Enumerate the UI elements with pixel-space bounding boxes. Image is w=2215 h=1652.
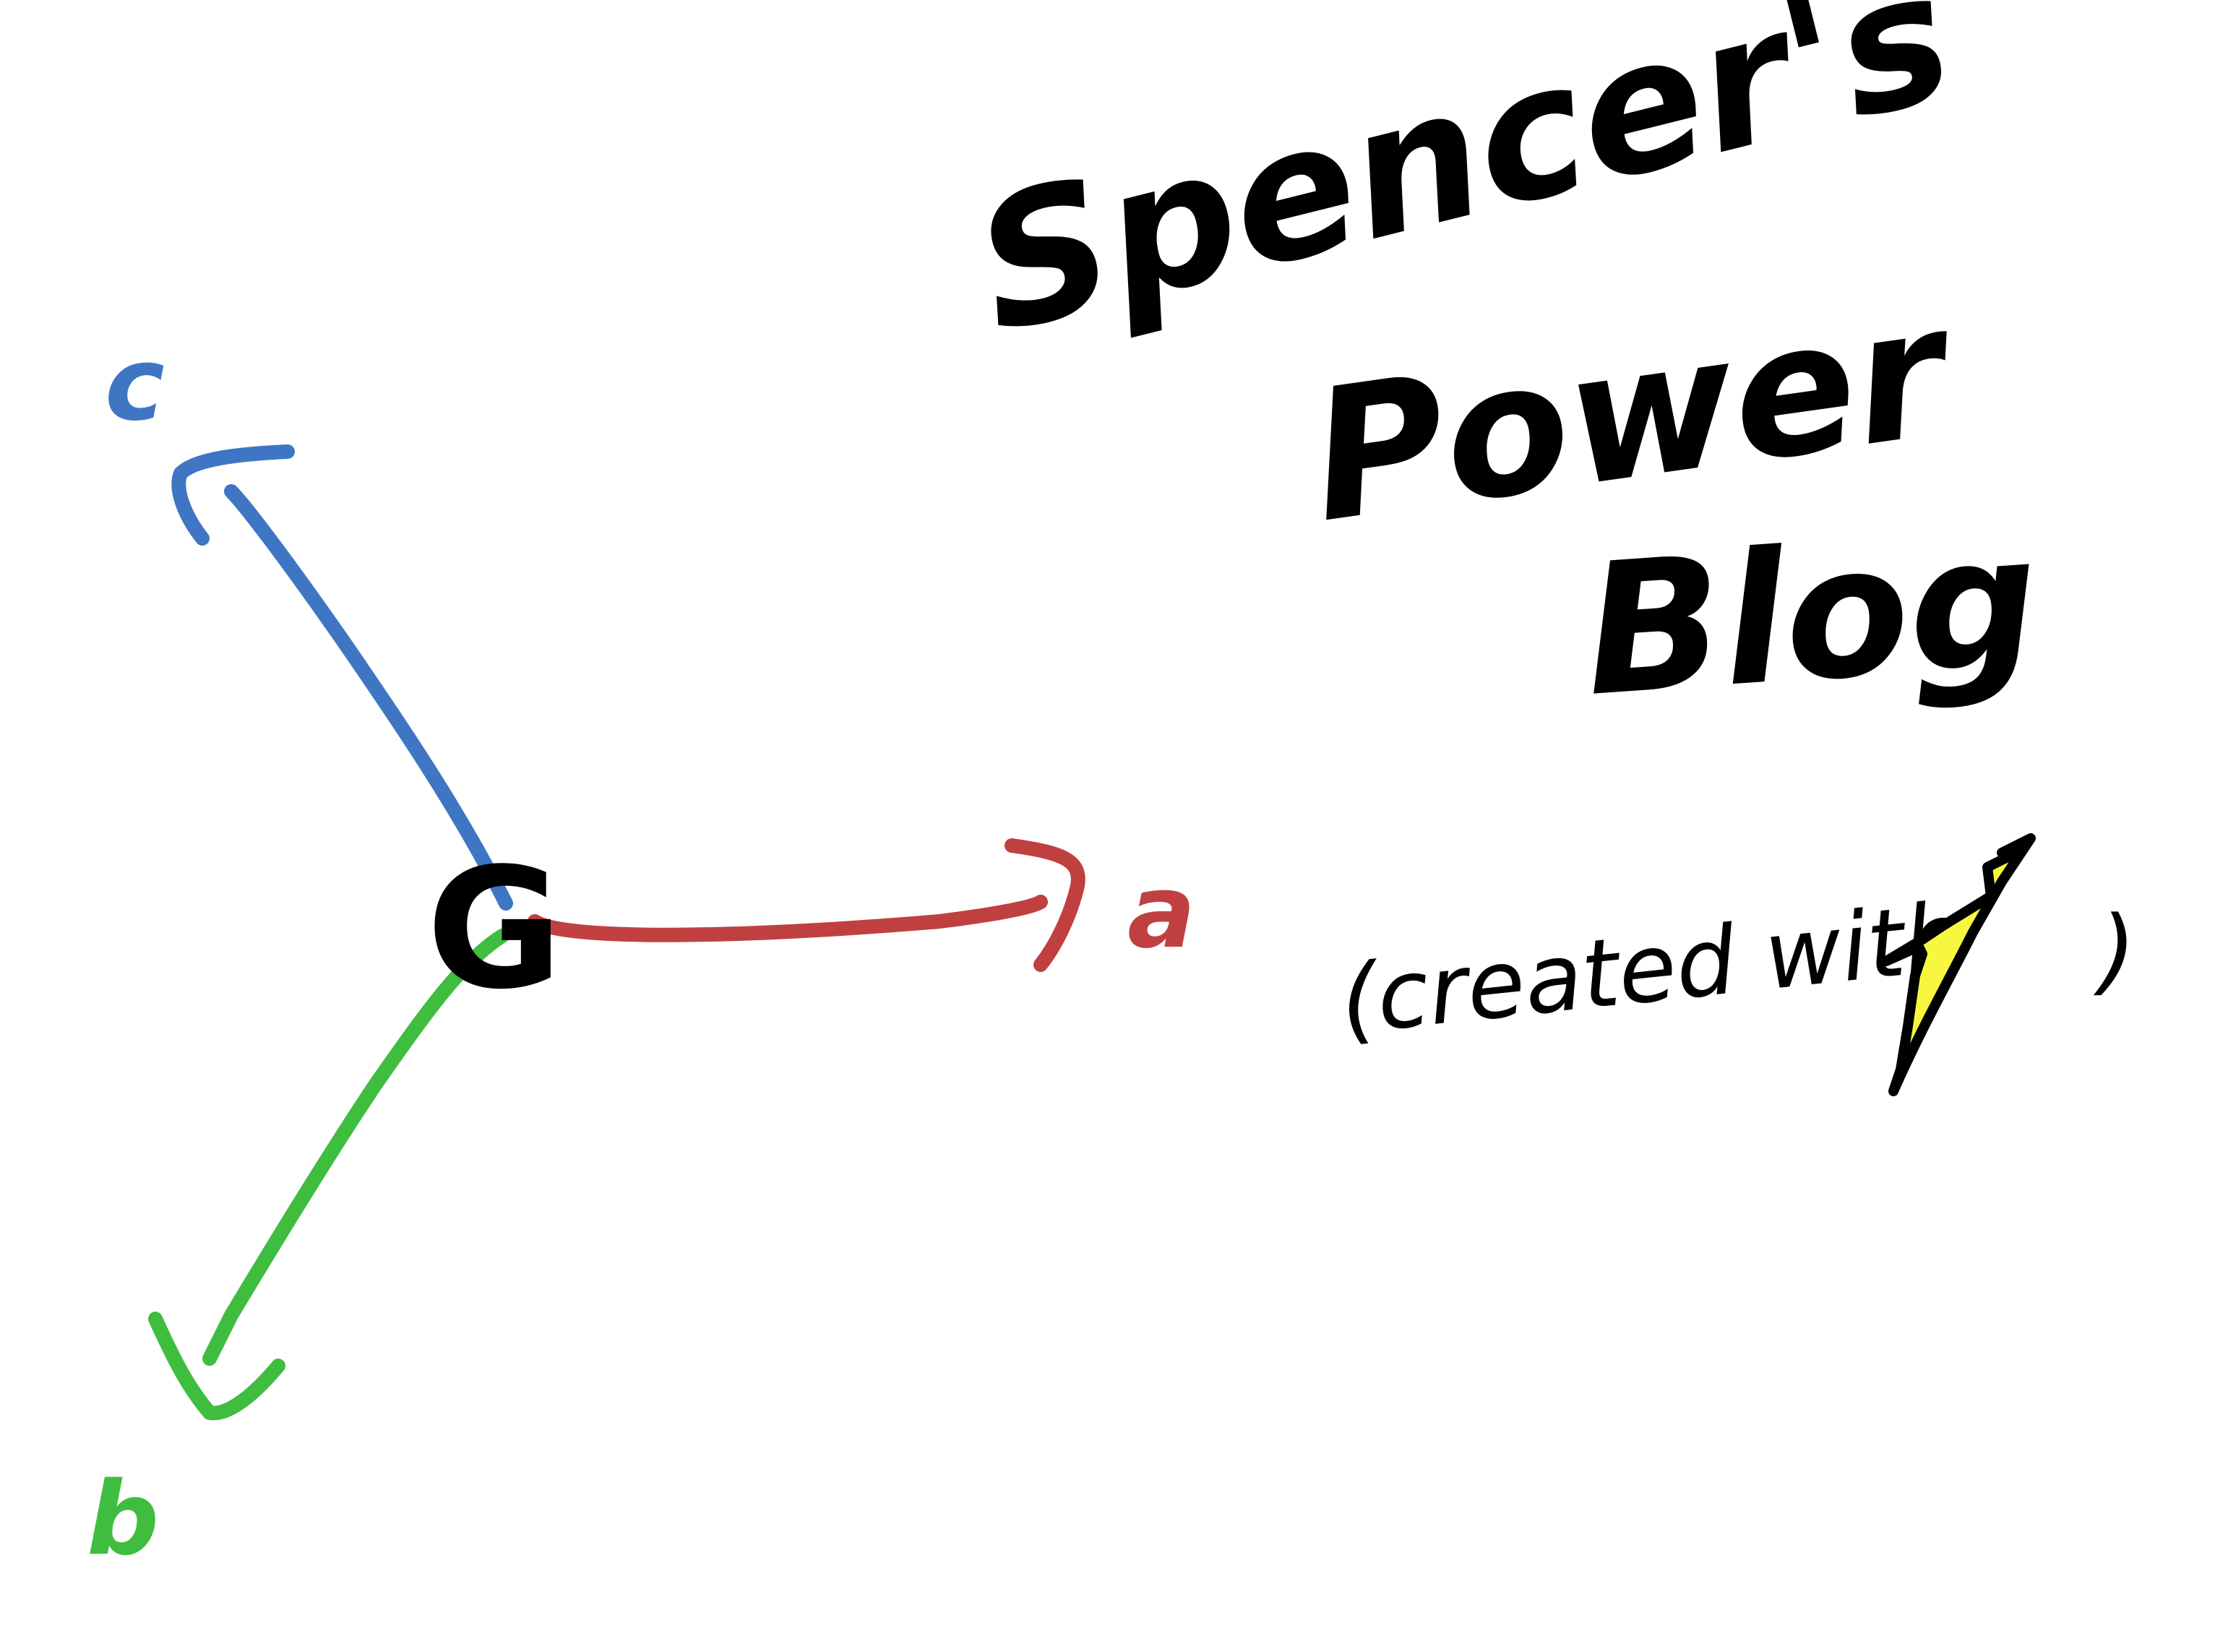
axis-b-line xyxy=(202,929,509,1366)
caption-closing: ) xyxy=(2093,895,2136,1005)
axis-c-arrowhead xyxy=(171,444,295,546)
axis-a-line xyxy=(528,895,1048,942)
axis-c-line xyxy=(224,484,513,911)
axis-a: a xyxy=(528,838,1195,972)
axis-b: b xyxy=(87,929,509,1578)
origin-label: G xyxy=(426,833,563,1026)
caption-text: (created with xyxy=(1335,881,1969,1056)
title-line-3: Blog xyxy=(1578,495,2045,736)
blog-title: Spencer's Power Blog xyxy=(957,0,2045,736)
axis-a-label: a xyxy=(1127,853,1195,971)
axis-c-label: c xyxy=(105,326,165,444)
axis-b-arrowhead xyxy=(148,1312,285,1421)
caption: (created with ) xyxy=(1335,833,2136,1096)
axis-b-label: b xyxy=(87,1460,159,1578)
axis-a-arrowhead xyxy=(1005,838,1085,972)
lightning-bolt-icon xyxy=(1881,833,2036,1096)
axis-c: c xyxy=(105,326,513,911)
